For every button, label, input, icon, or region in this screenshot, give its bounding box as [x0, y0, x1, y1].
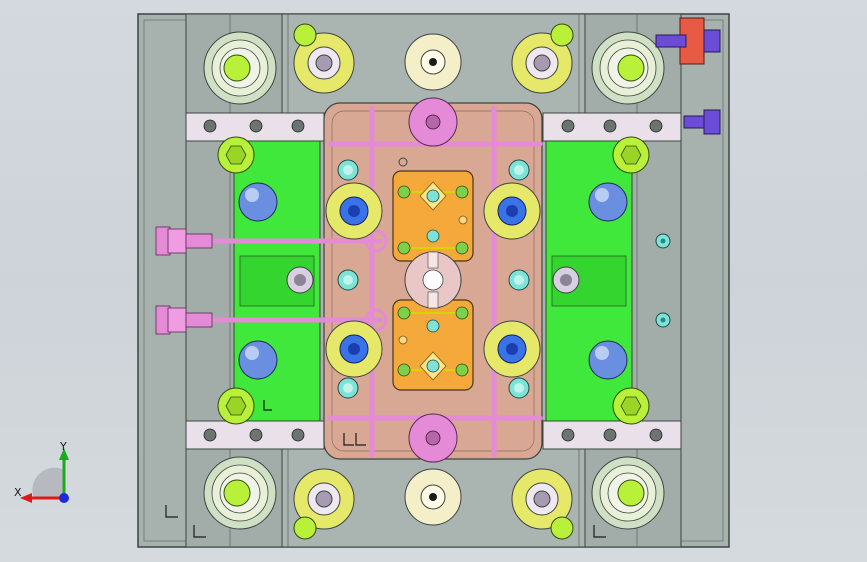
support-pillars	[404, 33, 462, 526]
stop-bolt	[683, 109, 721, 135]
locating-balls	[238, 182, 628, 380]
axis-y-label: Y	[60, 440, 67, 453]
return-pin-bushings	[293, 32, 573, 530]
axis-triad: X Y	[14, 440, 74, 510]
ejector-guide-group	[325, 182, 541, 378]
guide-pillars	[203, 31, 665, 530]
water-fitting-bottom	[155, 305, 213, 335]
axis-x-label: X	[14, 486, 22, 499]
puller-bottom	[408, 413, 458, 463]
water-fitting-top	[155, 226, 213, 256]
puller-top	[408, 97, 458, 147]
limit-switch	[655, 17, 721, 65]
axis-triad-graphic	[20, 448, 69, 503]
